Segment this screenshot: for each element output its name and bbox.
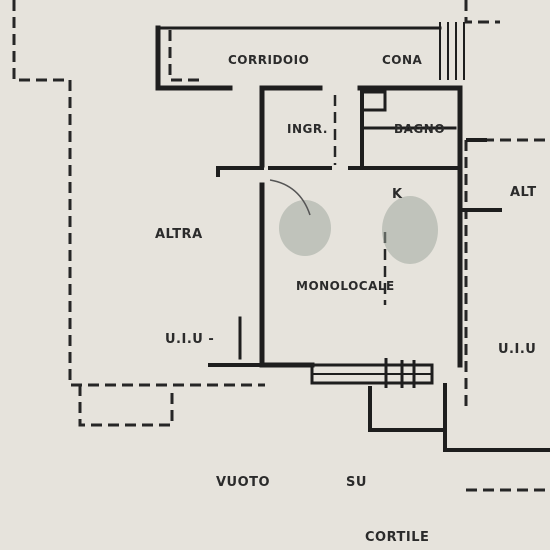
- label-kitchen: K: [392, 187, 403, 202]
- label-su: SU: [346, 475, 367, 490]
- label-altra-right: ALT: [510, 185, 537, 200]
- label-uiu-left: U.I.U -: [165, 332, 214, 347]
- door-arcs: [269, 179, 311, 216]
- shaft-hatch: [439, 22, 465, 80]
- label-monolocale: MONOLOCALE: [296, 279, 395, 293]
- label-altra-left: ALTRA: [155, 227, 203, 242]
- label-bagno: BAGNO: [394, 122, 445, 136]
- walls: [155, 25, 502, 368]
- label-corridoio: CORRIDOIO: [228, 53, 309, 67]
- stamp-marks: [279, 196, 438, 264]
- label-uiu-right: U.I.U: [498, 342, 536, 357]
- dashed-boundaries: [12, 0, 550, 492]
- window-balcony: [310, 358, 550, 452]
- label-ingresso: INGR.: [287, 122, 328, 136]
- label-cona: CONA: [382, 53, 423, 67]
- label-cortile: CORTILE: [365, 530, 429, 545]
- label-vuoto: VUOTO: [216, 475, 270, 490]
